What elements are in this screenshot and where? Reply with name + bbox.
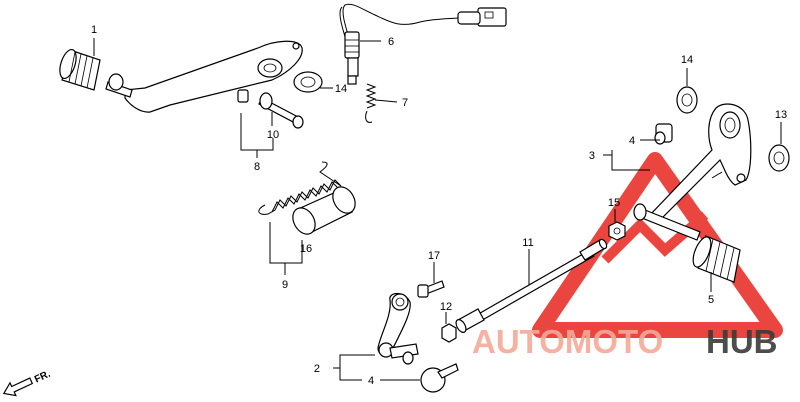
watermark-text: AUTOMOTO HUB xyxy=(472,323,778,360)
callout-4-lower: 4 xyxy=(368,375,374,387)
watermark-logo xyxy=(532,152,783,338)
callout-3: 3 xyxy=(589,150,595,162)
callout-12: 12 xyxy=(440,301,452,313)
joint-bottom xyxy=(420,363,459,393)
nut-12 xyxy=(441,323,457,343)
bolt-upper xyxy=(654,123,673,145)
front-direction-indicator: FR. xyxy=(2,369,52,397)
brake-pedal-rubber xyxy=(59,48,101,91)
switch-wire xyxy=(342,3,481,49)
bolt-17 xyxy=(417,280,445,298)
brake-light-switch xyxy=(339,3,507,123)
washer-right xyxy=(676,86,698,114)
callout-1: 1 xyxy=(91,24,97,36)
tie-rod xyxy=(455,238,608,333)
watermark-text-hub: HUB xyxy=(706,323,778,360)
callout-9: 9 xyxy=(282,279,288,291)
switch-connector xyxy=(477,7,507,27)
shift-link-arm xyxy=(377,292,419,365)
callout-16: 16 xyxy=(300,243,312,255)
shift-pedal-rubber xyxy=(692,235,741,283)
front-arrow-icon xyxy=(2,377,34,397)
nut-15 xyxy=(608,221,626,241)
callout-14-right: 14 xyxy=(681,54,693,66)
callout-14-top: 14 xyxy=(335,83,347,95)
callout-labels: 1 2 3 4 4 5 6 7 8 9 10 11 12 13 14 14 15… xyxy=(91,24,787,387)
brake-pedal-arm xyxy=(124,40,303,113)
return-spring xyxy=(258,161,342,215)
leader-lines xyxy=(93,38,782,381)
callout-17: 17 xyxy=(428,250,440,262)
callout-4-upper: 4 xyxy=(629,135,635,147)
switch-spring xyxy=(365,83,377,109)
callout-10: 10 xyxy=(267,129,279,141)
callout-6: 6 xyxy=(388,36,394,48)
callout-2: 2 xyxy=(314,363,320,375)
callout-5: 5 xyxy=(708,294,714,306)
collar xyxy=(292,186,356,235)
switch-body xyxy=(344,31,360,59)
callout-8: 8 xyxy=(254,161,260,173)
callout-11: 11 xyxy=(522,237,533,249)
pivot-bolt xyxy=(237,89,304,129)
callout-7: 7 xyxy=(402,97,408,109)
shift-pedal-assembly xyxy=(633,86,790,283)
brake-pedal-pivot xyxy=(257,58,283,78)
washer-13 xyxy=(768,144,790,172)
brake-pedal-assembly xyxy=(59,40,304,129)
washer-top xyxy=(293,71,323,93)
watermark-text-automoto: AUTOMOTO xyxy=(472,323,663,360)
callout-13: 13 xyxy=(775,109,787,121)
callout-15: 15 xyxy=(608,197,620,209)
front-label: FR. xyxy=(33,369,52,386)
